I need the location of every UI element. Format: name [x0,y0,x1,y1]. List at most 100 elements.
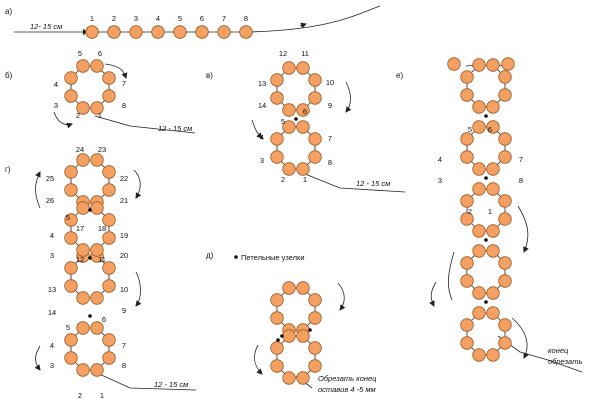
bead [486,286,500,300]
bead-number: 2 [468,207,472,216]
bead-number: 8 [122,361,126,370]
thread-arrow [135,271,142,307]
bead [498,212,512,226]
bead-number: 7 [222,14,226,23]
bead [460,70,474,84]
bead [296,329,310,343]
bead-number: 1 [90,14,94,23]
bead [90,201,104,215]
bead [460,88,474,102]
bead [76,59,90,73]
section-label-b: б) [5,71,13,80]
bead [472,162,486,176]
bead-number: 1 [488,207,492,216]
bead-number: 2 [112,14,116,23]
bead-number: 8 [328,158,332,167]
bead-number: 24 [76,145,84,154]
bead [76,363,90,377]
bead [102,165,116,179]
bead [64,279,78,293]
bead [472,100,486,114]
bead [282,329,296,343]
bead [282,162,296,176]
bead [270,359,284,373]
thread-arrow [133,169,142,199]
bead [282,371,296,385]
thread-arrow [511,317,529,359]
thread [466,64,506,108]
bead [460,336,474,350]
bead [270,341,284,355]
bead [486,306,500,320]
knot [88,208,92,212]
bead [64,351,78,365]
thread [94,115,196,134]
bead [498,274,512,288]
thread-arrow [345,81,352,113]
thread-arrow [299,22,307,29]
bead [239,25,253,39]
knot [88,256,92,260]
thread-arrow [337,282,346,311]
section-label-e: е) [396,71,403,80]
bead-number: 9 [122,306,126,315]
bead [90,321,104,335]
bead [90,59,104,73]
bead [195,25,209,39]
bead-number: 20 [120,251,128,260]
knot [280,334,284,338]
thread-arrow [34,345,41,371]
thread-arrow [429,281,437,307]
bead [472,120,486,134]
bead-number: 3 [50,361,54,370]
bead-number: 1 [100,391,104,400]
bead-number: 10 [120,285,128,294]
thread [466,312,506,356]
section-label-g: г) [5,165,11,174]
bead [486,182,500,196]
bead [460,212,474,226]
bead [76,291,90,305]
thread [466,250,506,294]
bead [76,101,90,115]
bead [486,348,500,362]
bead-number: 5 [78,49,82,58]
bead [270,73,284,87]
bead [102,231,116,245]
bead-number: 6 [98,49,102,58]
thread-arrow [53,111,73,129]
bead-number: 11 [301,49,309,58]
bead-number: 3 [54,101,58,110]
bead-number: 26 [46,196,54,205]
knot [294,117,298,121]
bead [64,89,78,103]
tail-length-note-b: 12 - 15 см [158,124,192,133]
bead [472,348,486,362]
thread [70,327,110,371]
bead [102,351,116,365]
bead-number: 12 [76,255,84,264]
bead [270,91,284,105]
thread [276,126,316,170]
bead [498,132,512,146]
bead-number: 25 [46,174,54,183]
bead-number: 4 [50,341,54,350]
thread [94,371,197,391]
thread [276,335,316,379]
bead [90,101,104,115]
bead-number: 4 [260,133,264,142]
bead-number: 5 [66,323,70,332]
tail-length-note-g: 12 - 15 см [154,380,188,389]
bead-number: 7 [519,155,523,164]
bead [270,150,284,164]
knot [484,176,488,180]
bead [472,182,486,196]
bead [460,132,474,146]
bead-number: 7 [122,341,126,350]
bead [76,153,90,167]
bead-number: 21 [120,196,128,205]
bead-number: 8 [519,176,523,185]
thread [448,251,455,301]
bead [90,153,104,167]
